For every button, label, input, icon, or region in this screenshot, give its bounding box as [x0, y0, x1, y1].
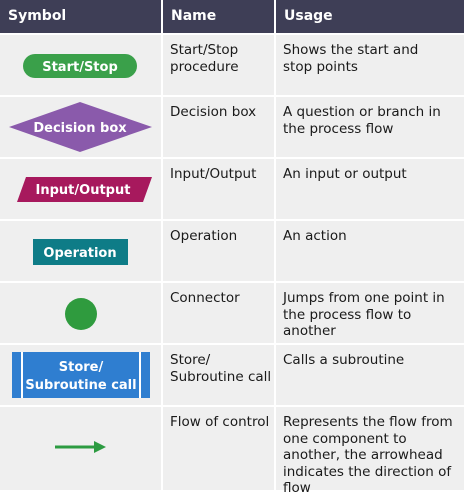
usage-text: Shows the start and stop points	[283, 42, 419, 75]
name-cell: Start/Stop procedure	[163, 35, 274, 95]
usage-cell: Jumps from one point in the process flow…	[276, 283, 464, 343]
name-cell: Connector	[163, 283, 274, 343]
usage-text: A question or branch in the process flow	[283, 104, 441, 137]
connector-shape	[65, 298, 97, 330]
header-symbol: Symbol	[0, 0, 161, 33]
symbol-cell: Decision box	[0, 97, 161, 157]
symbol-cell: Operation	[0, 221, 161, 281]
usage-cell: Calls a subroutine	[276, 345, 464, 405]
usage-cell: An action	[276, 221, 464, 281]
usage-cell: An input or output	[276, 159, 464, 219]
header-name: Name	[163, 0, 274, 33]
symbol-cell: Store/ Subroutine call	[0, 345, 161, 405]
name-text: Operation	[170, 228, 238, 244]
input-output-label: Input/Output	[36, 183, 131, 198]
usage-text: Jumps from one point in the process flow…	[283, 290, 445, 339]
usage-text: Represents the flow from one component t…	[283, 414, 453, 496]
decision-shape	[9, 102, 152, 152]
start-stop-label: Start/Stop	[42, 60, 118, 75]
subroutine-label-line1: Store/	[59, 360, 104, 375]
decision-symbol: Decision box	[9, 102, 152, 152]
start-stop-symbol: Start/Stop	[23, 54, 137, 78]
usage-text: An action	[283, 228, 347, 244]
symbol-cell	[0, 283, 161, 343]
connector-symbol	[65, 298, 97, 330]
usage-text: Calls a subroutine	[283, 352, 405, 368]
name-text-line2: Subroutine call	[170, 368, 272, 385]
usage-cell: A question or branch in the process flow	[276, 97, 464, 157]
name-text-line1: Store/	[170, 352, 211, 368]
table-row: Input/Output Input/Output An input or ou…	[0, 159, 464, 219]
subroutine-symbol: Store/ Subroutine call	[12, 352, 150, 398]
subroutine-shape	[12, 352, 150, 398]
subroutine-label-line2: Subroutine call	[25, 378, 136, 393]
table-row: Store/ Subroutine call Store/ Subroutine…	[0, 345, 464, 405]
symbol-cell: Input/Output	[0, 159, 161, 219]
operation-label: Operation	[43, 246, 116, 261]
symbol-cell	[0, 407, 161, 490]
name-text: Input/Output	[170, 166, 257, 182]
table-row: Connector Jumps from one point in the pr…	[0, 283, 464, 343]
name-cell: Store/ Subroutine call	[163, 345, 274, 405]
name-text: Connector	[170, 290, 240, 306]
name-cell: Operation	[163, 221, 274, 281]
start-stop-shape	[23, 54, 137, 78]
input-output-shape	[17, 177, 152, 202]
usage-text: An input or output	[283, 166, 407, 182]
operation-symbol: Operation	[33, 239, 128, 265]
symbol-cell: Start/Stop	[0, 35, 161, 95]
table-row: Flow of control Represents the flow from…	[0, 407, 464, 496]
table-row: Start/Stop Start/Stop procedure Shows th…	[0, 35, 464, 95]
name-cell: Input/Output	[163, 159, 274, 219]
flow-of-control-symbol	[55, 441, 106, 453]
name-cell: Decision box	[163, 97, 274, 157]
operation-shape	[33, 239, 128, 265]
arrow-right-icon	[94, 441, 106, 453]
name-text: Decision box	[170, 104, 257, 120]
name-cell: Flow of control	[163, 407, 274, 490]
decision-label: Decision box	[33, 121, 127, 136]
input-output-symbol: Input/Output	[17, 177, 152, 202]
usage-cell: Shows the start and stop points	[276, 35, 464, 95]
table-row: Operation Operation An action	[0, 221, 464, 281]
name-text: Start/Stop procedure	[170, 42, 239, 75]
table-row: Decision box Decision box A question or …	[0, 97, 464, 157]
header-usage: Usage	[276, 0, 464, 33]
name-text: Flow of control	[170, 414, 270, 430]
usage-cell: Represents the flow from one component t…	[276, 407, 464, 496]
